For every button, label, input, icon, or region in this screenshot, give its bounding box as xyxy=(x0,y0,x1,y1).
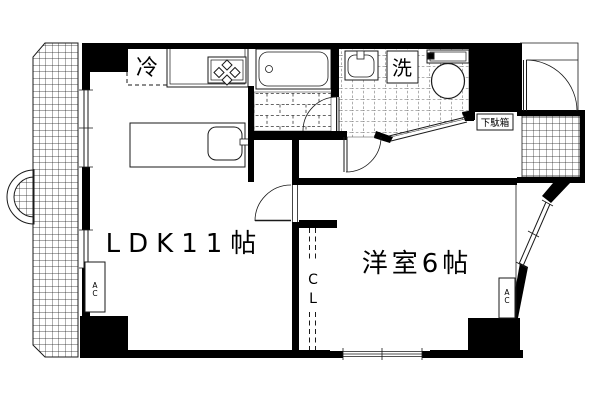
stove-burners-icon xyxy=(213,59,241,86)
window-south-ticks xyxy=(342,348,423,360)
wall-bottom-win-jamb-r xyxy=(422,351,430,358)
wall-kitchen-bath xyxy=(248,86,254,182)
wall-porch-top xyxy=(517,110,585,116)
wall-genkan-block xyxy=(472,43,522,112)
toilet-bowl xyxy=(430,62,466,100)
entrance-porch-hatch xyxy=(521,115,581,178)
ldk-room-label: LDK11帖 xyxy=(106,229,265,259)
window-balcony-lines xyxy=(83,90,89,268)
wall-nook-east xyxy=(292,138,299,180)
western-room-label: 洋室6帖 xyxy=(362,249,473,279)
window-south-lines xyxy=(343,351,422,357)
bathtub-inner xyxy=(258,51,329,87)
washer-label: 洗 xyxy=(392,56,412,80)
shoe-cabinet-label: 下駄箱 xyxy=(481,117,510,129)
washing-machine-box xyxy=(386,50,419,84)
window-diagonal-lines xyxy=(518,201,551,267)
shoe-cabinet xyxy=(476,113,514,131)
closet-label-c: C xyxy=(308,272,318,288)
bathtub-drain-icon xyxy=(265,65,273,73)
kitchen-sink xyxy=(207,126,243,161)
wall-hall-diag-west xyxy=(374,131,393,143)
wall-top xyxy=(82,43,520,49)
balcony xyxy=(6,42,79,358)
ac-left-label-c: C xyxy=(92,289,97,298)
bathroom-tile-floor xyxy=(253,91,332,132)
wall-porch-right xyxy=(580,110,585,183)
ac-right-label-a: A xyxy=(504,288,510,297)
wall-hall-diag-east xyxy=(462,110,474,121)
wall-washroom-right xyxy=(469,45,475,120)
wall-diagonal-upper xyxy=(542,183,570,203)
walls xyxy=(80,43,585,358)
hall-diagonal-wall-lines xyxy=(388,116,468,142)
window-diagonal-ticks xyxy=(515,199,554,269)
toilet-tank-inner xyxy=(429,51,467,62)
wall-bottom-left xyxy=(80,350,330,358)
ac-left-label-a: A xyxy=(92,281,98,290)
ac-right-label-c: C xyxy=(504,296,509,305)
bathroom-door-arc xyxy=(302,96,338,132)
entrance-door-leaf xyxy=(523,60,527,111)
ldk-door-arc xyxy=(254,184,292,222)
ac-unit-left xyxy=(84,261,106,313)
wall-ldk-closet xyxy=(292,222,299,358)
entrance-alcove-outline xyxy=(520,42,579,110)
kitchen-faucet-icon xyxy=(239,138,250,146)
entrance-door-arc xyxy=(525,59,578,112)
refrigerator-label: 冷 xyxy=(136,56,158,81)
wall-bath-east xyxy=(331,43,339,97)
wall-bath-bottom xyxy=(254,131,347,140)
toilet-handle-icon xyxy=(427,52,435,60)
bathroom-door-leaf xyxy=(336,97,340,131)
wall-hall-south xyxy=(292,178,517,185)
wall-bottom-win-jamb-l xyxy=(330,351,343,358)
closet-label-l: L xyxy=(309,291,317,307)
wall-porch-bottom xyxy=(517,177,585,183)
balcony-bay-hatch xyxy=(13,176,35,218)
closet-folding-door-lines xyxy=(309,228,316,350)
washbasin-faucet-icon xyxy=(356,50,365,60)
wall-bottomleft-block xyxy=(80,316,128,352)
balcony-hatch xyxy=(32,42,79,358)
ac-unit-right xyxy=(498,277,516,319)
ldk-door-jambs xyxy=(292,185,298,222)
washroom-door-arc xyxy=(345,136,382,173)
window-balcony-ticks xyxy=(79,89,93,269)
wall-closet-stub xyxy=(299,220,337,228)
wall-topleft-vert xyxy=(82,49,90,90)
wall-bottomright-block xyxy=(468,318,520,354)
wall-left-mid xyxy=(82,167,90,230)
washroom-door-leaf xyxy=(343,137,348,172)
